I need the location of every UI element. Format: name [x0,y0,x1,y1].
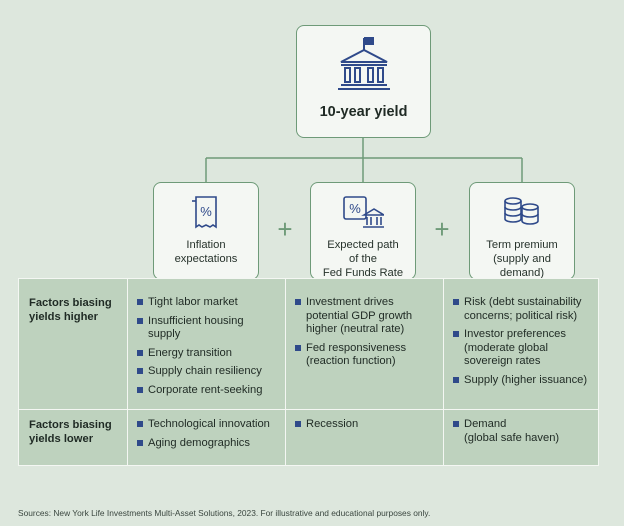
row-label-line: Factors biasing [29,297,112,309]
cell-lower-fed: Recession [295,418,441,437]
list-item: Supply (higher issuance) [453,374,599,388]
svg-text:%: % [200,204,212,219]
driver-fed-funds-path: % Expected path of the Fed Funds Rate [310,182,416,280]
list-item: Energy transition [137,347,283,361]
top-title: 10-year yield [319,104,408,120]
list-item: Technological innovation [137,418,283,432]
factor-table: Factors biasing yields higher Tight labo… [18,278,599,466]
row-label-line: yields lower [29,433,94,445]
row-label-line: Factors biasing [29,419,112,431]
ten-year-yield-box: 10-year yield [296,25,431,138]
cell-lower-term: Demand(global safe haven) [453,418,599,450]
cell-lower-inflation: Technological innovation Aging demograph… [137,418,283,455]
driver-label-line: Inflation [186,239,226,251]
receipt-percent-icon: % [190,195,222,234]
driver-label-line: of the [349,253,377,265]
driver-label-line: expectations [174,253,238,265]
driver-label-line: demand) [499,267,545,279]
list-item: Tight labor market [137,296,283,310]
driver-label-line: Expected path [327,239,399,251]
list-item: Aging demographics [137,437,283,451]
row-label-lower: Factors biasing yields lower [29,418,112,446]
driver-inflation-expectations: % Inflation expectations [153,182,259,280]
coin-stack-icon [502,195,542,232]
svg-text:%: % [349,201,361,216]
list-item: Recession [295,418,441,432]
percent-bank-icon: % [342,195,387,234]
driver-term-premium: Term premium (supply and demand) [469,182,575,280]
plus-sign: + [277,214,293,244]
list-item: Corporate rent-seeking [137,384,283,398]
list-item: Fed responsiveness(reaction function) [295,342,441,369]
list-item: Demand(global safe haven) [453,418,599,445]
list-item: Supply chain resiliency [137,365,283,379]
government-building-icon [335,36,393,99]
row-label-line: yields higher [29,311,99,323]
driver-label-line: (supply and [493,253,551,265]
source-note: Sources: New York Life Investments Multi… [18,508,431,518]
driver-label-line: Fed Funds Rate [322,267,404,279]
plus-sign: + [434,214,450,244]
driver-label-line: Term premium [486,239,558,251]
row-label-higher: Factors biasing yields higher [29,296,112,324]
